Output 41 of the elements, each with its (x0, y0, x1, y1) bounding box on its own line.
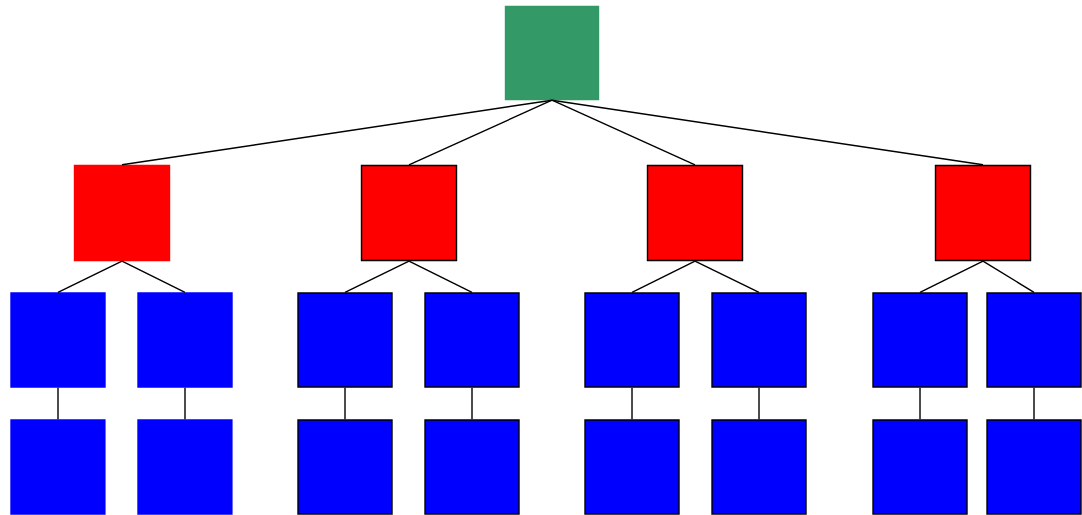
connector-line (471, 387, 473, 420)
connector-line (551, 99, 696, 166)
box (297, 419, 393, 515)
box (646, 164, 744, 262)
box (711, 419, 807, 515)
connector-line (631, 387, 633, 420)
box (137, 292, 233, 388)
connector-line (1033, 387, 1035, 420)
connector-line (57, 387, 59, 420)
connector-line (408, 260, 473, 293)
connector-line (57, 260, 123, 293)
connector-line (121, 260, 186, 293)
connector-line (121, 99, 553, 166)
connector-line (631, 260, 696, 293)
connector-line (408, 99, 553, 166)
box (934, 164, 1032, 262)
box (872, 419, 968, 515)
box (986, 419, 1082, 515)
connector-line (919, 260, 984, 293)
connector-line (184, 387, 186, 420)
connector-line (344, 387, 346, 420)
connector-line (551, 99, 984, 166)
box (711, 292, 807, 388)
box (872, 292, 968, 388)
connector-line (982, 260, 1035, 293)
box (10, 419, 106, 515)
box (424, 419, 520, 515)
box (137, 419, 233, 515)
box (504, 5, 600, 101)
connector-line (344, 260, 410, 293)
box (297, 292, 393, 388)
box (584, 292, 680, 388)
box (424, 292, 520, 388)
connector-line (919, 387, 921, 420)
box (73, 164, 171, 262)
box (986, 292, 1082, 388)
connector-line (758, 387, 760, 420)
box (584, 419, 680, 515)
box (10, 292, 106, 388)
box (360, 164, 458, 262)
connector-line (694, 260, 760, 293)
